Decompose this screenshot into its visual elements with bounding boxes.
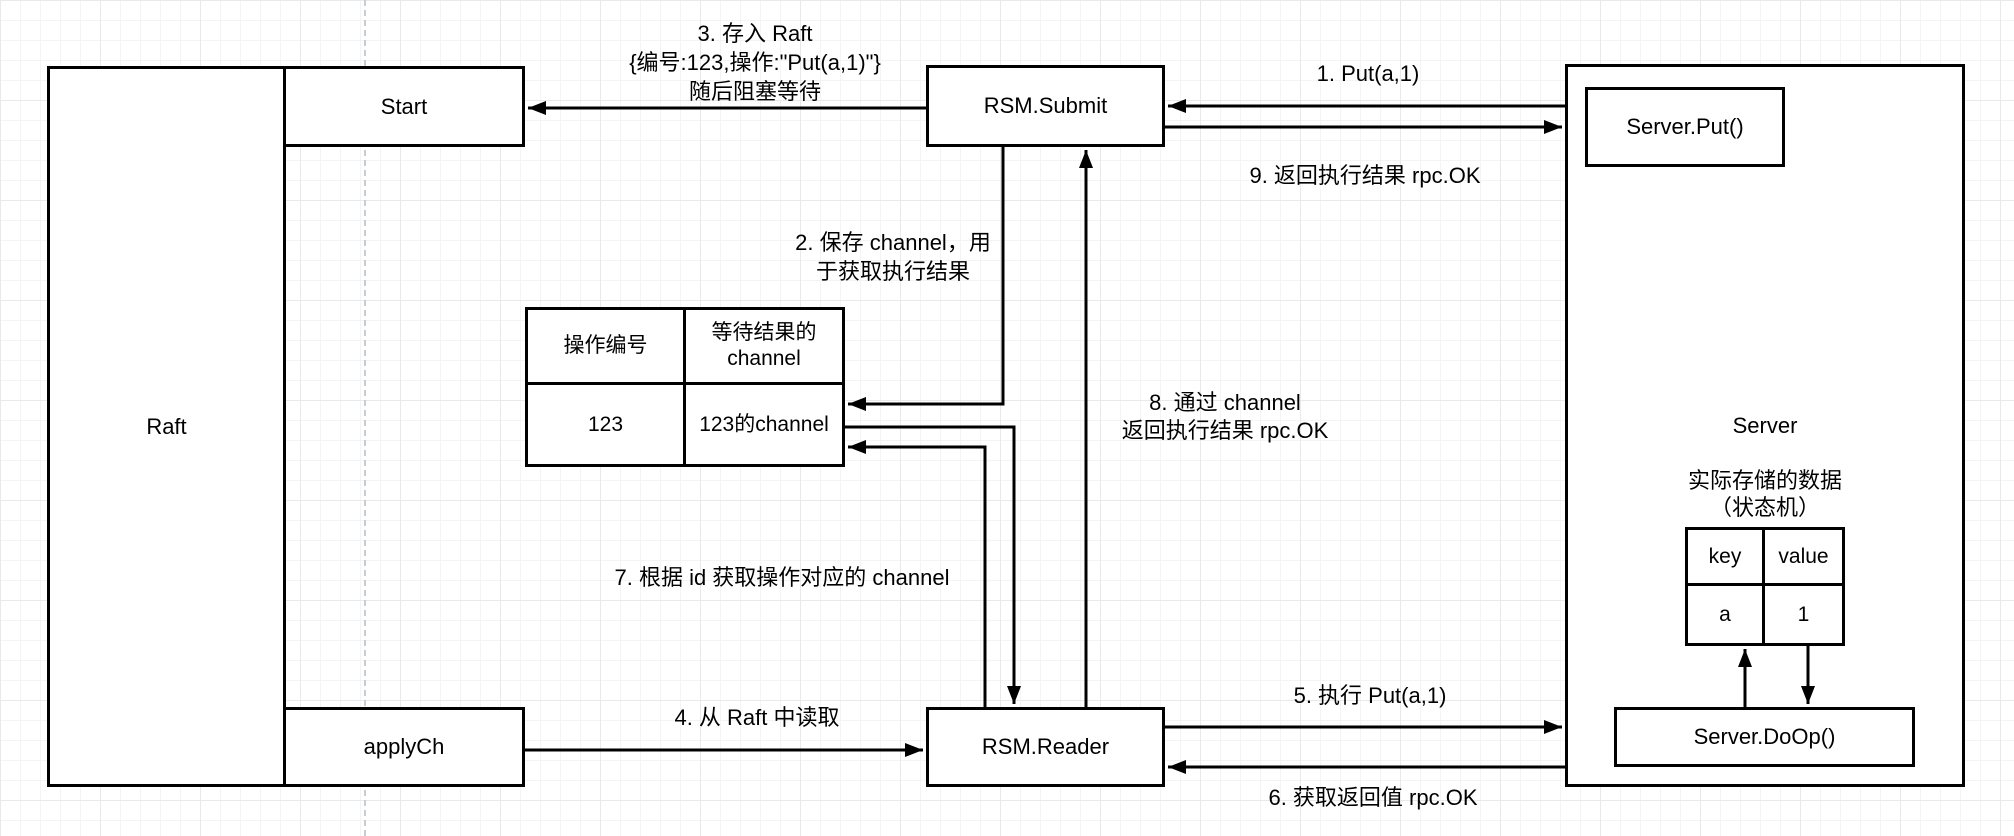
edge-label-3-line2: {编号:123,操作:"Put(a,1)"}	[629, 50, 881, 75]
edge-label-2-line1: 2. 保存 channel，用	[795, 230, 991, 255]
pending-table-cell-channel: 123的channel	[699, 412, 829, 436]
node-applych: applyCh	[283, 707, 525, 787]
edge-label-3-line1: 3. 存入 Raft	[697, 21, 813, 46]
node-start: Start	[283, 66, 525, 147]
node-server-label: Server	[1732, 412, 1798, 438]
edge-label-3-line3: 随后阻塞等待	[688, 79, 821, 104]
kv-caption-line1: 实际存储的数据	[1687, 468, 1843, 493]
kv-caption: 实际存储的数据 （状态机）	[1688, 467, 1842, 521]
node-rsm-reader: RSM.Reader	[926, 707, 1165, 787]
node-applych-label: applyCh	[363, 734, 445, 759]
node-raft-label: Raft	[146, 413, 187, 439]
edge-label-2: 2. 保存 channel，用 于获取执行结果	[795, 228, 991, 286]
edge-channel-to-reader	[845, 425, 1021, 704]
pending-table-header-channel-line2: channel	[727, 347, 801, 370]
node-rsm-submit: RSM.Submit	[926, 65, 1165, 147]
edge-label-8-line1: 8. 通过 channel	[1149, 390, 1301, 415]
node-server-doop: Server.DoOp()	[1614, 707, 1915, 767]
node-server-put-label: Server.Put()	[1626, 114, 1744, 139]
kv-caption-line2: （状态机）	[1709, 495, 1821, 520]
kv-table: key value a 1	[1685, 527, 1845, 646]
node-start-label: Start	[380, 93, 428, 119]
kv-table-cell-key: a	[1688, 586, 1765, 643]
edge-label-5: 5. 执行 Put(a,1)	[1293, 683, 1447, 708]
node-server-doop-label: Server.DoOp()	[1693, 724, 1836, 749]
edge-label-7: 7. 根据 id 获取操作对应的 channel	[614, 565, 950, 590]
edge-label-4: 4. 从 Raft 中读取	[674, 705, 840, 730]
edge-label-9: 9. 返回执行结果 rpc.OK	[1249, 163, 1481, 188]
node-server: Server	[1565, 64, 1965, 787]
edge-label-6: 6. 获取返回值 rpc.OK	[1268, 785, 1478, 810]
pending-table-header-channel-line1: 等待结果的	[711, 321, 817, 344]
kv-table-cell-value: 1	[1797, 602, 1810, 626]
node-server-put: Server.Put()	[1585, 87, 1785, 167]
edge-label-3: 3. 存入 Raft {编号:123,操作:"Put(a,1)"} 随后阻塞等待	[629, 19, 881, 106]
edge-label-8: 8. 通过 channel 返回执行结果 rpc.OK	[1122, 389, 1329, 445]
dashed-guide-line	[364, 0, 366, 836]
node-raft: Raft	[47, 66, 286, 787]
edge-2-save-channel	[848, 147, 1005, 411]
kv-table-header-key: key	[1688, 530, 1765, 586]
edge-7-get-channel-by-id	[848, 440, 987, 707]
node-rsm-reader-label: RSM.Reader	[981, 734, 1110, 759]
pending-table-header-id: 操作编号	[528, 310, 686, 385]
kv-table-header-value: value	[1765, 530, 1842, 586]
pending-table: 操作编号 等待结果的 channel 123 123的channel	[525, 307, 845, 467]
edge-label-1: 1. Put(a,1)	[1316, 61, 1420, 86]
pending-table-cell-id: 123	[528, 385, 686, 464]
node-rsm-submit-label: RSM.Submit	[983, 93, 1108, 118]
pending-table-header-channel: 等待结果的 channel	[686, 310, 842, 385]
edge-label-2-line2: 于获取执行结果	[815, 259, 971, 284]
edge-label-8-line2: 返回执行结果 rpc.OK	[1121, 418, 1329, 443]
